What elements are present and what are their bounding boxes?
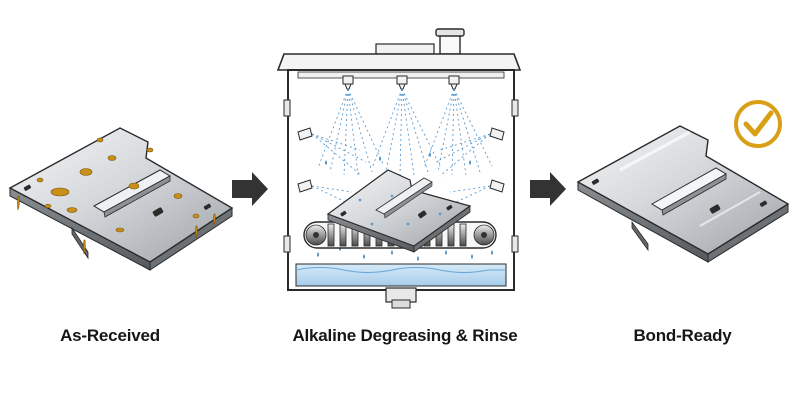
- water-sump: [295, 263, 507, 309]
- arrow-right-icon: [530, 172, 566, 206]
- step-label-degreasing: Alkaline Degreasing & Rinse: [292, 326, 518, 345]
- spray-nozzles-side: [297, 127, 505, 193]
- step-label-as-received: As-Received: [60, 326, 160, 345]
- as-received-part: [8, 127, 234, 271]
- part-in-wash: [326, 169, 472, 253]
- step-label-bond-ready: Bond-Ready: [633, 326, 732, 345]
- spray-jets: [311, 88, 493, 205]
- wash-cabinet: [276, 28, 522, 291]
- arrow-right-icon: [232, 172, 268, 206]
- contaminant-spots: [17, 137, 216, 255]
- check-circle-icon: [734, 100, 782, 148]
- bond-ready-part: [576, 125, 790, 263]
- spray-nozzles-top: [342, 75, 460, 90]
